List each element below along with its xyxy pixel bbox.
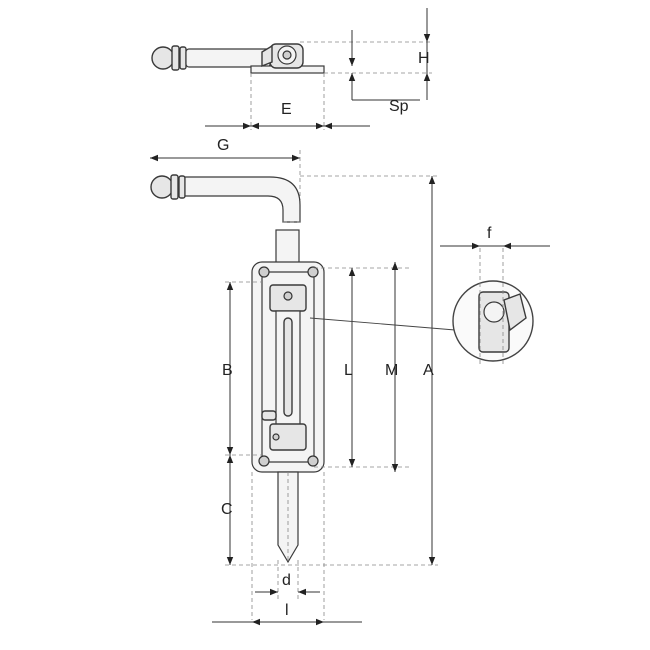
dim-G-label: G xyxy=(217,137,229,154)
side-pin xyxy=(261,410,277,421)
top-hinge-hole xyxy=(282,50,292,60)
dim-C-label: C xyxy=(221,501,233,518)
top-knob-collar-1 xyxy=(171,45,180,71)
front-handle-bend xyxy=(184,176,301,223)
detail-leader xyxy=(309,317,456,331)
guide-block-lower xyxy=(269,423,307,451)
dim-f-label: f xyxy=(487,225,492,242)
dim-B-label: B xyxy=(222,362,233,379)
dim-E-label: E xyxy=(281,101,292,118)
dim-Sp-label: Sp xyxy=(389,98,409,115)
front-knob xyxy=(150,175,174,199)
dim-M-label: M xyxy=(385,362,398,379)
top-bar xyxy=(185,48,271,68)
screw-hole-br xyxy=(307,455,319,467)
dim-d-label: d xyxy=(282,572,291,589)
front-view: G xyxy=(150,137,438,626)
dim-H-label: H xyxy=(418,50,430,67)
dim-l-label: l xyxy=(285,602,289,619)
top-hinge-tab xyxy=(261,44,273,68)
detail-slot xyxy=(483,301,505,323)
top-knob xyxy=(151,46,175,70)
screw-hole-tr xyxy=(307,266,319,278)
dim-L-label: L xyxy=(344,362,353,379)
screw-hole-bl xyxy=(258,455,270,467)
dim-A-label: A xyxy=(423,362,434,379)
top-knob-collar-2 xyxy=(179,46,187,70)
top-view: H Sp E xyxy=(151,8,432,130)
screw-hole-tl xyxy=(258,266,270,278)
detail-view: f xyxy=(309,225,550,365)
